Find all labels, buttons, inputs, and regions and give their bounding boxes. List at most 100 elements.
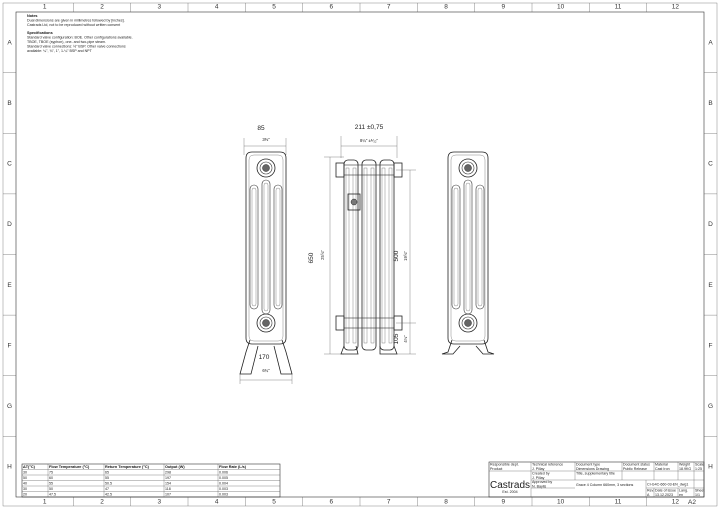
- dim-front-width: 211 ±0,75: [355, 124, 384, 131]
- table-header: Flow Temperature (°C): [49, 465, 90, 469]
- table-cell: 20: [23, 493, 27, 497]
- notes-title: Notes: [27, 14, 38, 18]
- zone-col-4-top: 4: [215, 4, 219, 11]
- label-weight: Weight: [679, 463, 690, 467]
- dim-base-height-in: 4⅛": [403, 335, 408, 343]
- zone-col-2-bottom: 2: [100, 499, 104, 506]
- spec-line-1: Standard valve configuration: BOE. Other…: [27, 36, 133, 40]
- zone-row-H-right: H: [708, 464, 713, 471]
- table-cell: 154: [165, 482, 171, 486]
- zone-col-11-top: 11: [615, 4, 622, 11]
- table-cell: 0.006: [219, 471, 228, 475]
- label-title: Title, supplementary title: [576, 472, 615, 476]
- table-cell: 60: [49, 476, 53, 480]
- dim-height-in: 25⅝": [320, 250, 325, 260]
- zone-row-E-left: E: [7, 282, 12, 289]
- table-cell: 55: [105, 476, 109, 480]
- table-cell: 42.5: [105, 493, 112, 497]
- table-cell: 197: [165, 476, 171, 480]
- zone-col-9-bottom: 9: [502, 499, 506, 506]
- zone-row-A-left: A: [7, 39, 12, 46]
- zone-col-10-bottom: 10: [557, 499, 565, 506]
- dim-side-depth: 85: [257, 125, 265, 132]
- value-weight: 18.9KG: [679, 467, 691, 471]
- zone-col-7-bottom: 7: [387, 499, 391, 506]
- value-responsible-dept: Product: [490, 467, 502, 471]
- zone-col-5-bottom: 5: [272, 499, 276, 506]
- dim-side-depth-in: 3⅜": [262, 137, 270, 142]
- paper-size: A2: [688, 499, 696, 506]
- table-header: ΔT(°C): [23, 465, 36, 469]
- output-table: ΔT(°C) Flow Temperature (°C) Return Temper…: [21, 463, 281, 498]
- label-sheet: Sheet: [695, 489, 704, 493]
- zone-row-D-right: D: [708, 221, 713, 228]
- table-cell: 50: [23, 476, 27, 480]
- table-cell: 75: [49, 471, 53, 475]
- value-technical-ref: J. Pillay: [532, 467, 545, 471]
- zone-col-5-top: 5: [272, 4, 276, 11]
- label-doc-status: Document status: [623, 463, 650, 467]
- spec-line-3: Standard valve connections: ½" BSP. Othe…: [27, 45, 126, 49]
- zone-row-A-right: A: [708, 39, 713, 46]
- castrads-logo: Castrads: [490, 480, 530, 491]
- value-doc-status: Public Release: [623, 467, 647, 471]
- zone-col-8-top: 8: [444, 4, 448, 11]
- side-view-left: 85 3⅜" 170 6¾": [239, 125, 293, 384]
- front-view: 211 ±0,75 8¼" ±⅟₃₂" 650 25⅝": [308, 124, 416, 355]
- zone-col-7-top: 7: [387, 4, 391, 11]
- zone-row-F-left: F: [8, 342, 12, 349]
- value-created-by: J. Pillay: [532, 476, 545, 480]
- value-date: 13.12.2023: [655, 493, 673, 497]
- value-approved-by: N. Baylis: [532, 485, 546, 489]
- value-sheet: 1/1: [695, 493, 700, 497]
- table-cell: 55: [49, 482, 53, 486]
- table-header: Return Temperature (°C): [105, 465, 150, 469]
- table-cell: 30: [23, 487, 27, 491]
- zone-col-3-top: 3: [158, 4, 162, 11]
- table-cell: 50.5: [105, 482, 112, 486]
- label-date: Date of issue: [655, 489, 676, 493]
- zone-col-12-top: 12: [672, 4, 680, 11]
- zone-col-3-bottom: 3: [158, 499, 162, 506]
- spec-line-4: available: ¼", ¾", 1", 1-¼" BSP and NPT: [27, 49, 93, 53]
- notes-line-1: Dual dimensions are given in millimetres…: [27, 19, 125, 23]
- value-rev: A: [647, 493, 650, 497]
- value-scale: 1:25: [695, 467, 702, 471]
- label-scale: Scale: [695, 463, 704, 467]
- zone-col-1-top: 1: [43, 4, 47, 11]
- table-cell: 47: [105, 487, 109, 491]
- label-created-by: Created by: [532, 472, 550, 476]
- table-cell: 107: [165, 493, 171, 497]
- value-drawing-number: CI-G4C-660-03-EN_dwg1: [647, 483, 688, 487]
- spec-line-2: TBOE, TBOE (syphon), one- and two-pipe s…: [27, 40, 106, 44]
- label-technical-ref: Technical reference: [532, 463, 563, 467]
- label-material: Material: [655, 463, 668, 467]
- dim-height: 650: [308, 252, 315, 263]
- zone-col-6-bottom: 6: [330, 499, 334, 506]
- table-cell: 118: [165, 487, 171, 491]
- table-cell: 30: [23, 471, 27, 475]
- notes-block: Notes Dual dimensions are given in milli…: [27, 14, 133, 53]
- label-rev: Rev.: [647, 489, 654, 493]
- value-title: Grace 4 Column 660mm, 3 sections: [576, 483, 634, 487]
- table-header: Output (W): [165, 465, 185, 469]
- zone-col-8-bottom: 8: [444, 499, 448, 506]
- dim-foot-width: 170: [259, 354, 270, 361]
- table-cell: 298: [165, 471, 171, 475]
- dim-centres-in: 19⅝": [403, 251, 408, 261]
- zone-row-D-left: D: [7, 221, 12, 228]
- table-cell: 0.003: [219, 493, 228, 497]
- spec-title: Specifications: [27, 31, 53, 35]
- label-approved-by: Approved by: [532, 480, 552, 484]
- table-cell: 47.5: [49, 493, 56, 497]
- dim-foot-width-in: 6¾": [262, 368, 270, 373]
- zone-col-9-top: 9: [502, 4, 506, 11]
- notes-line-2: Castrads Ltd, not to be reproduced witho…: [27, 23, 120, 27]
- zone-col-11-bottom: 11: [615, 499, 622, 506]
- zone-col-1-bottom: 1: [43, 499, 47, 506]
- dim-front-width-in: 8¼" ±⅟₃₂": [360, 138, 378, 143]
- title-block: Responsible dept. Product Technical refe…: [488, 461, 704, 498]
- zone-row-F-right: F: [709, 342, 713, 349]
